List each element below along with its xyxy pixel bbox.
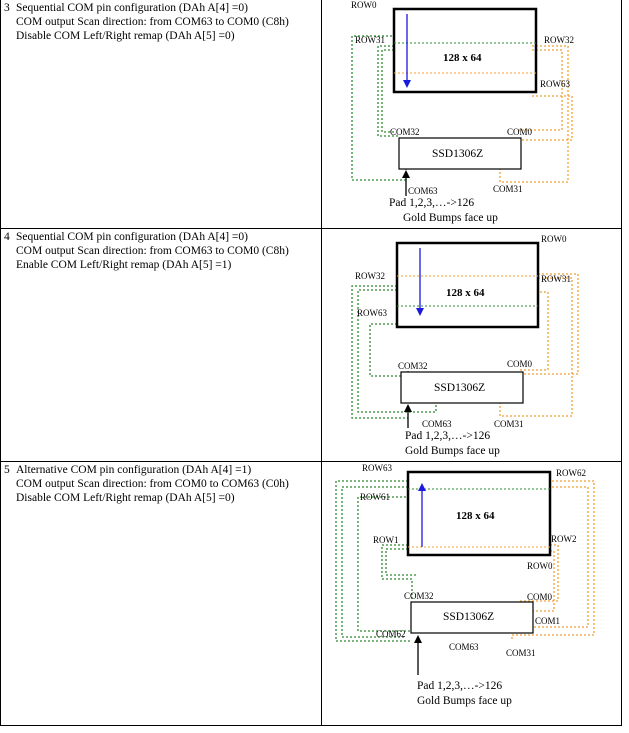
row4-label-com-right: COM0 (507, 359, 533, 369)
row4-label-row-left: ROW32 (355, 271, 385, 281)
table-border-right (621, 0, 622, 726)
row3-label-row-right: ROW32 (544, 35, 574, 45)
row5-label-com-right-low: COM1 (535, 616, 560, 626)
table-border-left (0, 0, 1, 726)
row5-orange-trace (510, 480, 595, 641)
row4-label-row-top: ROW0 (541, 234, 567, 244)
row-divider (0, 228, 622, 229)
row3-line3: Disable COM Left/Right remap (DAh A[5] =… (16, 30, 235, 42)
row5-pad-text: Pad 1,2,3,…->126 (417, 680, 502, 692)
row4-label-com-bottom-right: COM31 (494, 419, 524, 429)
row5-label-com-left-low: COM62 (376, 629, 406, 639)
row5-diagram: 128 x 64 ROW63 ROW62 ROW61 ROW1 ROW2 ROW… (335, 463, 595, 707)
row5-label-row-top-left: ROW63 (362, 463, 392, 473)
row5-chip-label: SSD1306Z (443, 611, 494, 623)
row5-chip (410, 601, 534, 634)
row4-line3: Enable COM Left/Right remap (DAh A[5] =1… (16, 259, 232, 271)
row4-chip (400, 371, 524, 404)
row3-chip (398, 137, 522, 170)
row3-label-row-top: ROW0 (351, 0, 377, 10)
row5-number: 5 (4, 464, 10, 476)
row4-scan-arrowhead (416, 308, 424, 316)
row4-label-row-right: ROW31 (541, 274, 571, 284)
row4-label-row-left-low: ROW63 (357, 308, 387, 318)
row5-label-row-right-low: ROW2 (551, 534, 577, 544)
row4-pad-arrowhead (404, 404, 412, 412)
row5-label-com-right: COM0 (527, 592, 553, 602)
row3-pad-arrowhead (402, 170, 410, 178)
row3-gold-text: Gold Bumps face up (403, 212, 498, 224)
row5-label-row-left: ROW61 (360, 492, 390, 502)
row5-label-com-bottom-right: COM31 (506, 648, 536, 658)
row3-label-row-left: ROW31 (355, 35, 385, 45)
row5-green-trace (335, 480, 416, 642)
row4-label-com-left: COM32 (398, 361, 428, 371)
row3-line2: COM output Scan direction: from COM63 to… (16, 16, 289, 28)
row3-number: 3 (4, 2, 10, 14)
row3-panel-label: 128 x 64 (443, 52, 482, 64)
row3-line1: Sequential COM pin configuration (DAh A[… (16, 2, 248, 14)
row5-gold-text: Gold Bumps face up (417, 695, 512, 707)
row-divider (0, 461, 622, 462)
row5-pad-arrowhead (414, 635, 422, 643)
row5-label-com-left: COM32 (404, 591, 434, 601)
row4-orange-trace (499, 273, 579, 417)
row4-label-com-bottom-left: COM63 (422, 419, 452, 429)
row4-green-trace (351, 285, 437, 419)
row4-gold-text: Gold Bumps face up (405, 445, 500, 457)
column-divider (321, 0, 322, 726)
row3-label-com-bottom-left: COM63 (408, 186, 438, 196)
row3-label-row-right-low: ROW63 (540, 79, 570, 89)
row5-line1: Alternative COM pin configuration (DAh A… (16, 464, 252, 476)
row5-panel-label: 128 x 64 (456, 510, 495, 522)
row3-diagram: 128 x 64 ROW0 ROW31 ROW32 ROW63 SSD1306Z… (351, 0, 574, 224)
row3-description: 3 Sequential COM pin configuration (DAh A… (4, 1, 289, 43)
row3-green-trace (351, 35, 407, 181)
row3-panel (392, 7, 538, 94)
row4-panel (395, 241, 540, 329)
row5-description: 5 Alternative COM pin configuration (DAh … (4, 463, 289, 505)
row4-chip-label: SSD1306Z (434, 382, 485, 394)
row5-panel (406, 470, 552, 557)
row4-panel-label: 128 x 64 (446, 287, 485, 299)
row4-line1: Sequential COM pin configuration (DAh A[… (16, 231, 248, 243)
row4-diagram: 128 x 64 ROW0 ROW32 ROW31 ROW63 SSD1306Z… (351, 234, 579, 457)
row4-pad-text: Pad 1,2,3,…->126 (405, 430, 490, 442)
row5-label-row-bottom: ROW0 (527, 561, 553, 571)
row-divider (0, 725, 622, 726)
row3-label-com-left: COM32 (390, 127, 420, 137)
row3-pad-text: Pad 1,2,3,…->126 (389, 197, 474, 209)
row5-label-com-bottom-left: COM63 (449, 642, 479, 652)
row4-description: 4 Sequential COM pin configuration (DAh A… (4, 230, 289, 272)
row5-scan-arrowhead (418, 483, 426, 491)
row3-label-com-bottom-right: COM31 (493, 184, 523, 194)
row4-line2: COM output Scan direction: from COM63 to… (16, 245, 289, 257)
row3-label-com-right: COM0 (507, 127, 533, 137)
row5-line2: COM output Scan direction: from COM0 to … (16, 478, 289, 490)
row5-label-row-top-right: ROW62 (556, 468, 586, 478)
row3-orange-trace (499, 45, 573, 183)
row3-chip-label: SSD1306Z (432, 148, 483, 160)
row5-label-row-left-low: ROW1 (373, 535, 399, 545)
row4-number: 4 (4, 231, 10, 243)
row3-scan-arrowhead (403, 80, 411, 88)
row5-line3: Disable COM Left/Right remap (DAh A[5] =… (16, 492, 235, 504)
